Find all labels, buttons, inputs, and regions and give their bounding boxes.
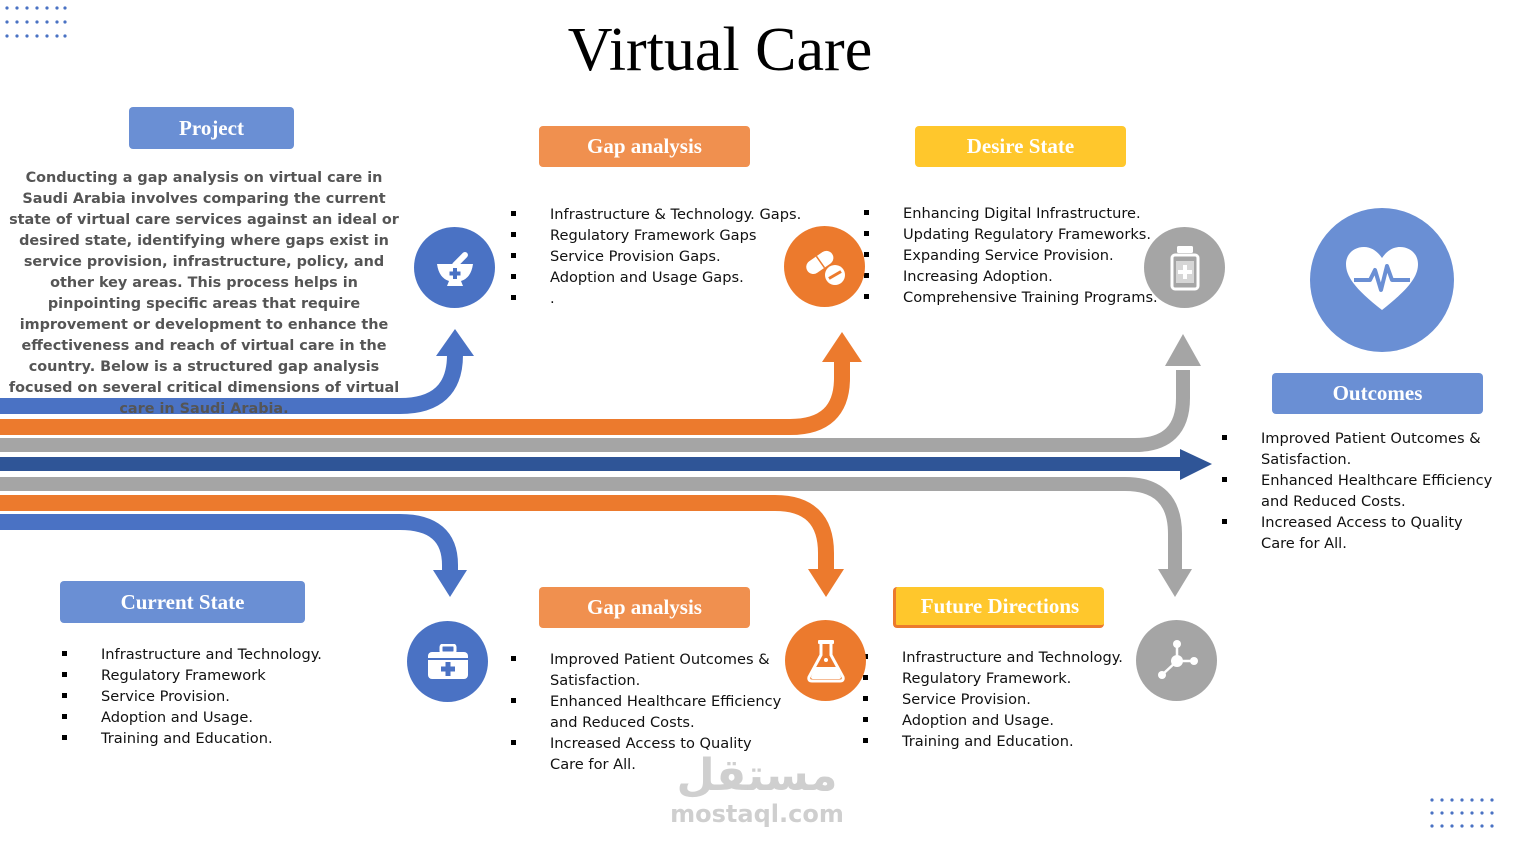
list-item: Increased Access to Quality Care for All…	[1221, 512, 1501, 554]
watermark-latin: mostaql.com	[670, 800, 844, 828]
watermark: مستقل mostaql.com	[662, 750, 852, 829]
arrowhead-blue-up	[436, 329, 474, 356]
list-item: Training and Education.	[862, 731, 1152, 752]
flask-icon	[785, 620, 866, 701]
future-directions-list: Infrastructure and Technology. Regulator…	[862, 647, 1152, 752]
list-item: Infrastructure and Technology.	[61, 644, 351, 665]
gap-analysis-top-label: Gap analysis	[539, 126, 750, 167]
arrowhead-orange-down	[808, 569, 844, 597]
list-item: Adoption and Usage.	[862, 710, 1152, 731]
list-item: Improved Patient Outcomes & Satisfaction…	[510, 649, 790, 691]
list-item: Increased Access to Quality Care for All…	[510, 733, 790, 775]
flow-arrow-orange-up	[0, 358, 850, 435]
flow-arrow-gray-up	[0, 370, 1190, 452]
arrowhead-blue-down	[433, 570, 467, 597]
list-item: Regulatory Framework.	[862, 668, 1152, 689]
dot-grid-top-left	[5, 6, 67, 38]
list-item: Expanding Service Provision.	[863, 245, 1163, 266]
heartbeat-icon	[1310, 208, 1454, 352]
watermark-arabic: مستقل	[676, 750, 838, 801]
gap-analysis-bottom-label: Gap analysis	[539, 587, 750, 628]
current-state-label: Current State	[60, 581, 305, 623]
project-description: Conducting a gap analysis on virtual car…	[8, 170, 400, 417]
list-item: Infrastructure & Technology. Gaps.	[510, 204, 810, 225]
gap-analysis-bottom-list: Improved Patient Outcomes & Satisfaction…	[510, 649, 790, 775]
project-label: Project	[129, 107, 294, 149]
list-item: Service Provision.	[61, 686, 351, 707]
list-item: Enhancing Digital Infrastructure.	[863, 203, 1163, 224]
list-item: Improved Patient Outcomes & Satisfaction…	[1221, 428, 1501, 470]
arrowhead-orange-up	[822, 332, 862, 362]
list-item: Enhanced Healthcare Efficiency and Reduc…	[510, 691, 790, 733]
list-item: Training and Education.	[61, 728, 351, 749]
mortar-pestle-icon	[414, 227, 495, 308]
outcomes-list: Improved Patient Outcomes & Satisfaction…	[1221, 428, 1501, 554]
list-item: Adoption and Usage.	[61, 707, 351, 728]
list-item: Enhanced Healthcare Efficiency and Reduc…	[1221, 470, 1501, 512]
flow-arrow-orange-down	[0, 495, 834, 572]
desire-state-label: Desire State	[915, 126, 1126, 167]
list-item: Regulatory Framework Gaps	[510, 225, 810, 246]
first-aid-kit-icon	[407, 621, 488, 702]
outcomes-label: Outcomes	[1272, 373, 1483, 414]
page-title: Virtual Care	[567, 16, 873, 84]
list-item: Service Provision Gaps.	[510, 246, 810, 267]
list-item: Adoption and Usage Gaps.	[510, 267, 810, 288]
gap-analysis-top-list: Infrastructure & Technology. Gaps. Regul…	[510, 204, 810, 309]
flow-arrow-blue-up	[0, 348, 463, 414]
network-icon	[1136, 620, 1217, 701]
pills-icon	[784, 226, 865, 307]
list-item: Updating Regulatory Frameworks.	[863, 224, 1163, 245]
medicine-bottle-icon	[1144, 227, 1225, 308]
arrowhead-gray-down	[1158, 569, 1192, 597]
future-directions-label: Future Directions	[893, 587, 1104, 628]
flow-arrow-gray-down	[0, 477, 1182, 570]
list-item: Regulatory Framework	[61, 665, 351, 686]
list-item: .	[510, 288, 810, 309]
dot-grid-bottom-right	[1430, 798, 1494, 828]
list-item: Service Provision.	[862, 689, 1152, 710]
desire-state-list: Enhancing Digital Infrastructure. Updati…	[863, 203, 1163, 308]
list-item: Increasing Adoption.	[863, 266, 1163, 287]
list-item: Comprehensive Training Programs.	[863, 287, 1163, 308]
current-state-list: Infrastructure and Technology. Regulator…	[61, 644, 351, 749]
arrowhead-gray-up	[1165, 334, 1201, 366]
arrowhead-dark-blue	[1180, 449, 1212, 480]
list-item: Infrastructure and Technology.	[862, 647, 1152, 668]
flow-arrow-blue-down	[0, 514, 458, 572]
